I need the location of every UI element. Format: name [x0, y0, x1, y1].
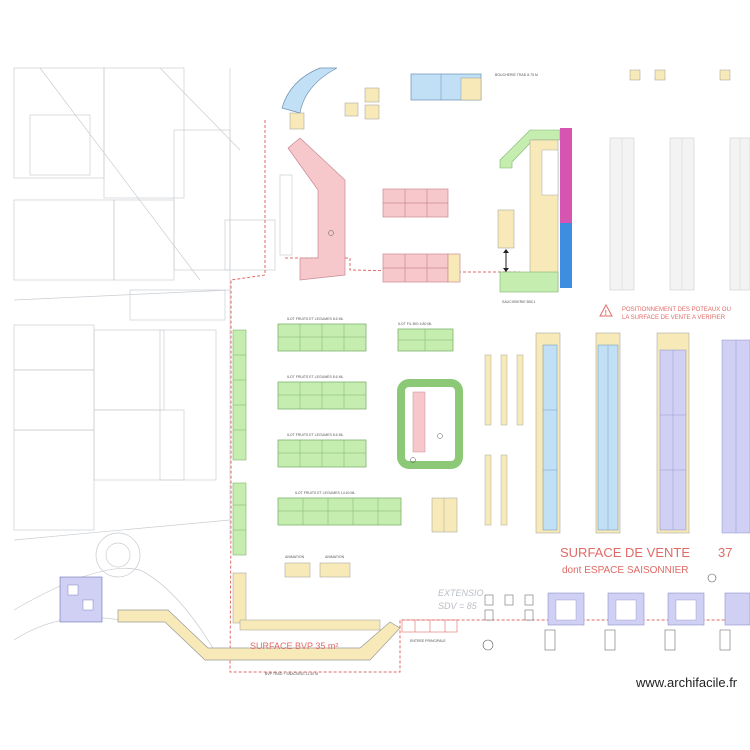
sales-area-title: SURFACE DE VENTE — [560, 545, 690, 560]
entrance-doors — [401, 619, 458, 633]
lavender-equipment — [59, 576, 103, 623]
fruits-label-4: ILOT FRUITS ET LEGUMES 14.40 ML — [295, 491, 355, 495]
bvp-trad-label: BVP TRAD + SNACKING 11.40 M — [265, 672, 318, 676]
middle-yellow-boxes — [232, 497, 458, 624]
bvp-counter — [117, 609, 401, 661]
saucisserie-label: SAUCISSERIE 5BC1 — [502, 300, 535, 304]
seasonal-subtitle: dont ESPACE SAISONNIER — [562, 565, 689, 576]
fruits-label-small: ILOT F/L BIO 4.80 ML — [398, 322, 432, 326]
right-top-aisle-lines — [621, 138, 741, 290]
checkout-lane-inner — [555, 599, 697, 621]
animation-label-1: ANIMATION — [285, 555, 305, 559]
entrance-label: ENTREE PRINCIPALE — [410, 639, 446, 643]
cobalt-bar — [560, 223, 572, 288]
warning-note: ! POSITIONNEMENT DES POTEAUX OU LA SURFA… — [599, 303, 731, 321]
extension-label: EXTENSIO — [438, 588, 484, 598]
boucherie-counter — [410, 73, 482, 101]
blue-gondola-1 — [535, 332, 561, 534]
curved-counter-top — [281, 67, 338, 114]
extension-sdv: SDV = 85 — [438, 601, 478, 611]
fruits-island-dividers — [278, 324, 453, 525]
pink-blocks — [382, 188, 461, 283]
green-frame-island — [397, 379, 463, 469]
sales-boundary — [229, 120, 750, 673]
lavender-gondola-1 — [656, 332, 690, 534]
checkout-stands — [484, 594, 731, 651]
left-green-shelf-lines — [233, 354, 246, 531]
bvp-surface-label: SURFACE BVP 35 m² — [250, 641, 338, 651]
blue-gondola-2 — [595, 332, 621, 534]
fruits-label-3: ILOT FRUITS ET LEGUMES 8.6 ML — [287, 433, 344, 437]
boucherie-label: BOUCHERIE TRAD 8.75 M — [495, 73, 538, 77]
top-yellow-boxes — [344, 69, 731, 120]
animation-label-2: ANIMATION — [325, 555, 345, 559]
svg-text:POSITIONNEMENT DES POTEAUX OU: POSITIONNEMENT DES POTEAUX OU — [622, 307, 731, 313]
pink-curved-counter — [287, 137, 346, 281]
svg-text:!: ! — [605, 310, 607, 317]
lavender-gondola-2 — [721, 339, 750, 534]
fruits-label-2: ILOT FRUITS ET LEGUMES 8.6 ML — [287, 375, 344, 379]
left-green-shelves — [232, 329, 247, 556]
fruits-label-1: ILOT FRUITS ET LEGUMES 8.6 ML — [287, 317, 344, 321]
watermark: www.archifacile.fr — [636, 675, 738, 690]
svg-text:LA SURFACE DE VENTE A VERIFIER: LA SURFACE DE VENTE A VERIFIER — [622, 315, 726, 321]
center-aisle-strips — [484, 354, 524, 526]
magenta-bar — [560, 128, 572, 223]
checkout-lanes — [547, 592, 750, 626]
sales-area-number: 37 — [718, 545, 732, 560]
